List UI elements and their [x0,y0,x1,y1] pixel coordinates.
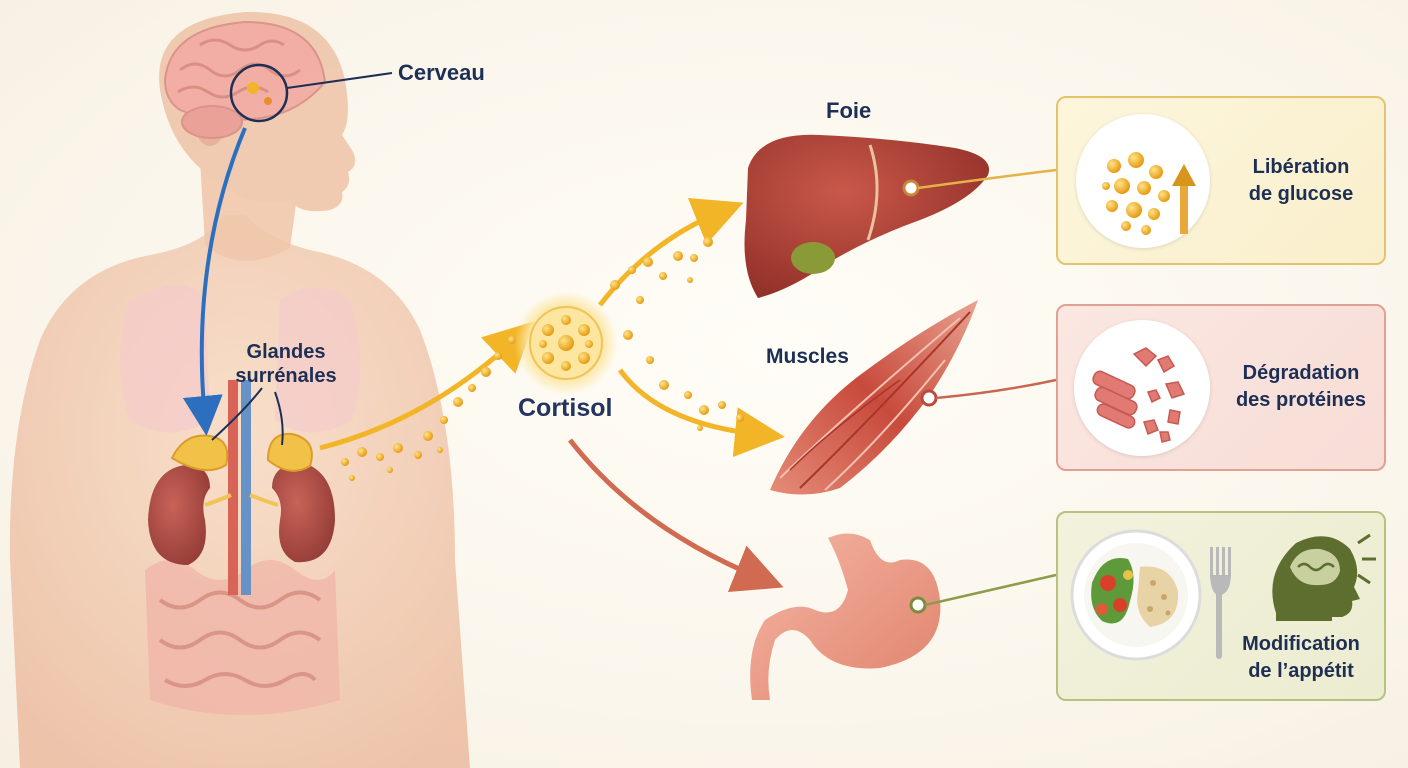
label-muscles: Muscles [766,345,849,368]
hormone-dots-stream [341,336,516,481]
effect-card-glucose: Libération de glucose [1056,96,1386,265]
stomach [750,533,1057,700]
fork-icon [1210,547,1231,659]
effect-text-glucose: Libération de glucose [1226,154,1376,208]
cortisol-molecule [514,291,618,395]
effect-card-protein: Dégradation des protéines [1056,304,1386,471]
label-liver: Foie [826,98,872,123]
cortisol-to-muscles-arrow [617,368,785,458]
effect-text-protein: Dégradation des protéines [1218,360,1384,414]
brain-to-adrenal-arrow [182,127,247,436]
label-brain: Cerveau [398,60,485,85]
appetite-icons [1070,529,1376,661]
cortisol-to-liver-arrow [598,197,744,307]
protein-breakdown-icon [1074,320,1210,456]
effect-appetite-line2: de l’appétit [1248,660,1354,682]
brain-highlight [229,63,393,123]
liver [744,134,1057,298]
effect-glucose-line2: de glucose [1248,183,1354,205]
effect-appetite-line1: Modification [1242,633,1360,655]
food-plate-icon [1070,529,1202,661]
label-adrenal-line1: Glandes [246,341,326,363]
effect-text-appetite: Modification de l’appétit [1226,631,1376,685]
glucose-icon [1076,114,1210,248]
effect-glucose-line1: Libération [1252,156,1350,178]
hormone-dots-branches [610,237,744,431]
effect-card-appetite: Modification de l’appétit [1056,511,1386,701]
label-adrenal-line2: surrénales [235,365,337,387]
effect-protein-line2: des protéines [1235,389,1367,411]
head-brain-icon [1272,533,1376,621]
human-body [9,11,470,768]
label-adrenal-glands: Glandes surrénales [226,340,346,388]
muscles [770,300,1057,495]
label-cortisol: Cortisol [518,394,613,422]
effect-protein-line1: Dégradation [1242,362,1360,384]
cortisol-to-stomach-arrow [568,438,784,593]
